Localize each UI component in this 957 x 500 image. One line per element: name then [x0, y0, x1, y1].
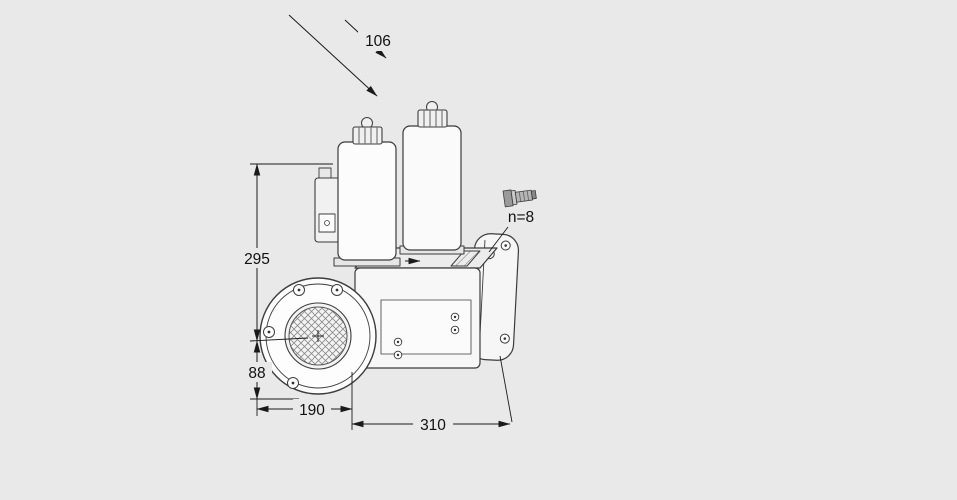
dimension-depth-label: 106 [365, 33, 391, 50]
flange-centerline-cross [312, 330, 324, 342]
bolt-count-callout: n=8 [488, 189, 537, 253]
dimension-body-length: 310 [351, 355, 513, 434]
dimension-height-below-axis: 88 [242, 340, 299, 416]
dimension-height-below-axis-label: 88 [248, 365, 265, 382]
rear-coil-cap [417, 109, 448, 128]
front-solenoid-coil [333, 117, 401, 267]
front-coil-cap [352, 126, 383, 145]
rear-solenoid-coil [399, 101, 465, 255]
bolt-icon [502, 189, 537, 208]
body-screws [393, 312, 460, 360]
bolt-leader-line [488, 226, 509, 253]
dimension-flange-width-label: 190 [299, 402, 325, 419]
hatched-wedge [450, 250, 481, 267]
front-flange [259, 277, 377, 395]
dimension-height-above-axis-label: 295 [244, 251, 270, 268]
connection-box-window [318, 213, 336, 233]
connection-box [314, 167, 342, 243]
dimension-height-above-axis: 295 [238, 163, 333, 342]
dimension-body-length-label: 310 [420, 417, 446, 434]
bolt-count-label: n=8 [508, 209, 534, 226]
dimension-depth: 106 [288, 14, 398, 97]
dimension-flange-width: 190 [256, 372, 353, 430]
